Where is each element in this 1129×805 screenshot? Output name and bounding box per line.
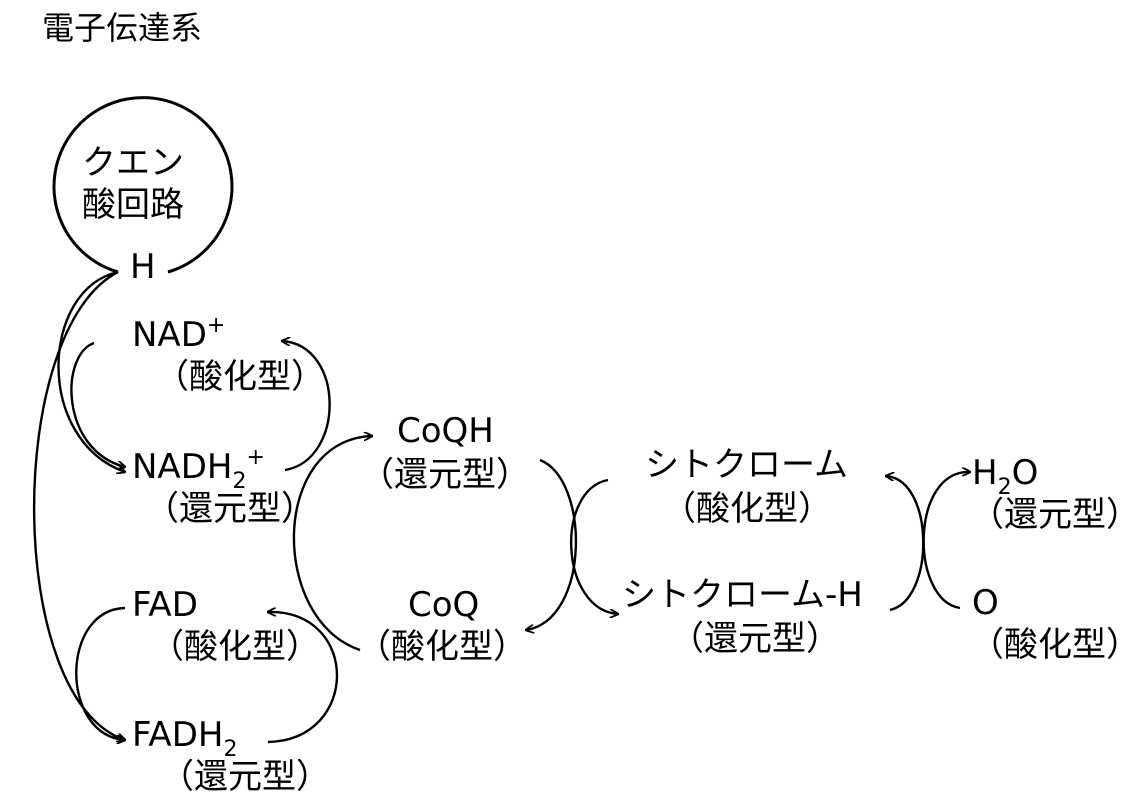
coqh-state: （還元型） <box>360 455 530 495</box>
arrow-cytox-to-cytred <box>570 478 618 614</box>
nad-label: NAD+ <box>132 313 226 355</box>
arrow-fad-to-fadh <box>75 606 125 740</box>
arrow-nadh-to-nad <box>282 341 331 472</box>
cytochrome-red-label: シトクローム-H <box>622 575 863 615</box>
h2o-state: （還元型） <box>970 495 1129 535</box>
nad-state: （酸化型） <box>155 357 325 397</box>
arrow-coq-to-coqh <box>292 436 372 652</box>
cytochrome-ox-state: （酸化型） <box>662 489 832 529</box>
nadh-label: NADH2+ <box>132 445 265 494</box>
fadh-label: FADH2 <box>132 715 238 762</box>
cytochrome-red-state: （還元型） <box>670 619 840 659</box>
citric-cycle-circle <box>52 96 234 274</box>
fad-state: （酸化型） <box>150 627 320 667</box>
arrow-h-to-nadh <box>57 270 125 472</box>
arrow-nad-to-nadh <box>70 341 125 467</box>
o-state: （酸化型） <box>970 625 1129 665</box>
arrow-coqh-to-coq <box>526 458 578 630</box>
coq-state: （酸化型） <box>357 627 527 667</box>
arrow-fadh-to-fad <box>268 612 339 744</box>
fad-label: FAD <box>132 585 198 625</box>
diagram-title: 電子伝達系 <box>42 9 203 47</box>
nadh-state: （還元型） <box>145 489 315 529</box>
cytochrome-ox-label: シトクローム <box>645 445 848 485</box>
h2o-label: H2O <box>972 453 1039 500</box>
citric-cycle-line2: 酸回路 <box>82 185 184 225</box>
citric-cycle-line1: クエン <box>82 143 184 183</box>
arrow-h-to-fadh <box>32 270 125 740</box>
h-label: H <box>130 247 156 287</box>
fadh-state: （還元型） <box>160 757 330 797</box>
coq-label: CoQ <box>408 585 480 625</box>
arrow-cytred-to-cytox <box>886 476 925 612</box>
o-label: O <box>972 583 999 623</box>
coqh-label: CoQH <box>397 411 494 451</box>
arrow-o-to-h2o <box>922 472 970 610</box>
